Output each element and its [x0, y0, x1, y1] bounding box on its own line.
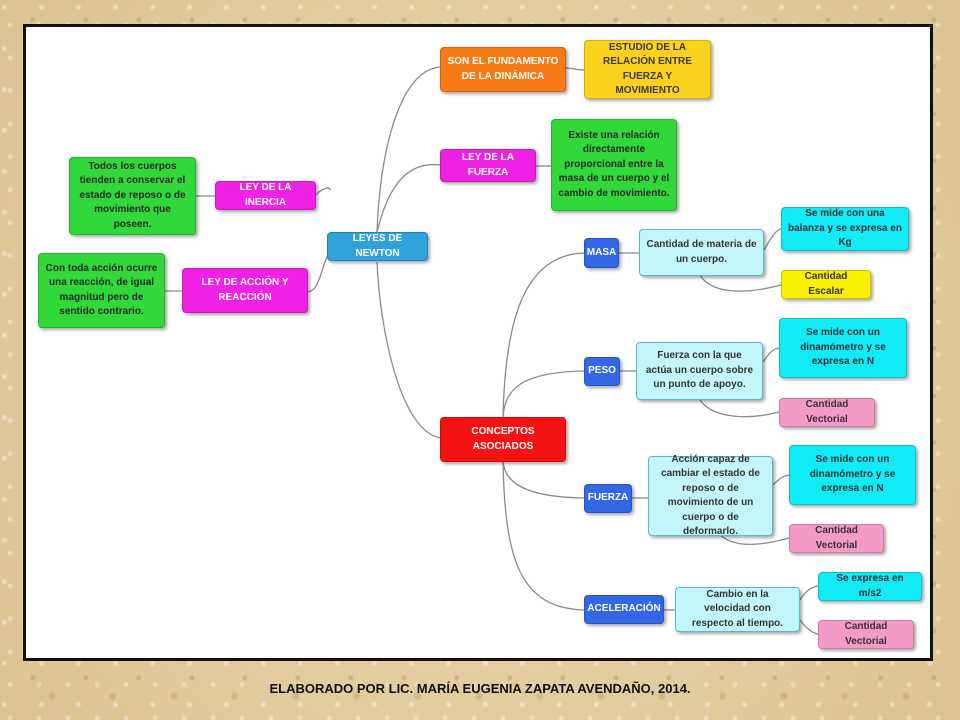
peso-medida-node: Se mide con un dinamómetro y se expresa …: [779, 318, 907, 378]
ley-fuerza-desc-node: Existe una relación directamente proporc…: [551, 119, 677, 211]
ley-accion-desc-node: Con toda acción ocurre una reacción, de …: [38, 253, 165, 328]
masa-node: MASA: [584, 238, 619, 268]
fuerza-medida-node: Se mide con un dinamómetro y se expresa …: [789, 445, 916, 505]
fuerza-tipo-node: Cantidad Vectorial: [789, 524, 884, 553]
aceleracion-node: ACELERACIÓN: [584, 595, 664, 624]
ley-accion-node: LEY DE ACCIÓN Y REACCIÓN: [182, 268, 308, 313]
fundamento-node: SON EL FUNDAMENTO DE LA DINÁMICA: [440, 47, 566, 92]
masa-medida-node: Se mide con una balanza y se expresa en …: [781, 207, 909, 251]
masa-tipo-node: Cantidad Escalar: [781, 270, 871, 299]
aceleracion-tipo-node: Cantidad Vectorial: [818, 620, 914, 649]
fuerza-node: FUERZA: [584, 484, 632, 513]
ley-inercia-node: LEY DE LA INERCIA: [215, 181, 316, 210]
peso-node: PESO: [584, 357, 620, 386]
ley-inercia-desc-node: Todos los cuerpos tienden a conservar el…: [69, 157, 196, 235]
author-credit: ELABORADO POR LIC. MARÍA EUGENIA ZAPATA …: [269, 681, 691, 696]
aceleracion-def-node: Cambio en la velocidad con respecto al t…: [675, 587, 800, 632]
masa-def-node: Cantidad de materia de un cuerpo.: [639, 229, 764, 276]
aceleracion-medida-node: Se expresa en m/s2: [818, 572, 922, 601]
peso-def-node: Fuerza con la que actúa un cuerpo sobre …: [636, 342, 763, 400]
fuerza-def-node: Acción capaz de cambiar el estado de rep…: [648, 454, 773, 537]
ley-fuerza-node: LEY DE LA FUERZA: [440, 149, 536, 182]
root-node: LEYES DE NEWTON: [327, 232, 428, 261]
peso-tipo-node: Cantidad Vectorial: [779, 398, 875, 427]
estudio-node: ESTUDIO DE LA RELACIÓN ENTRE FUERZA Y MO…: [584, 40, 711, 99]
conceptos-node: CONCEPTOS ASOCIADOS: [440, 417, 566, 462]
